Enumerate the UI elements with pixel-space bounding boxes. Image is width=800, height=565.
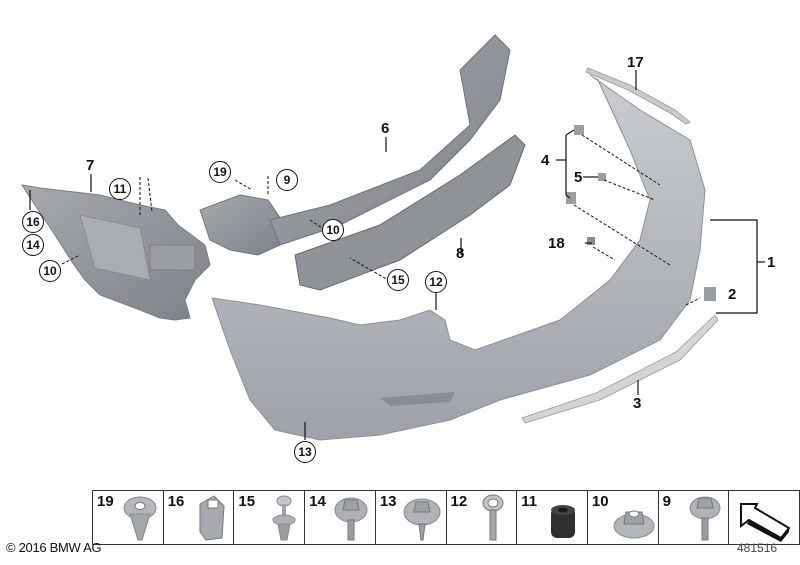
legend-cell-15[interactable]: 15: [234, 491, 306, 544]
legend-cell-direction[interactable]: [729, 491, 799, 544]
callout-16: 16: [22, 211, 44, 233]
push-pin-clip-icon: [272, 495, 296, 541]
hex-washer-screw-icon: [403, 498, 441, 541]
callout-12: 12: [425, 271, 447, 293]
callout-8: 8: [456, 245, 465, 262]
rubber-buffer-icon: [551, 505, 576, 538]
diagram-id: 481516: [737, 541, 778, 555]
part-5-clip: [598, 173, 606, 181]
legend-cell-19[interactable]: 19: [93, 491, 164, 544]
legend-number: 15: [238, 493, 256, 510]
round-head-screw-icon: [482, 494, 504, 541]
callout-19: 19: [209, 161, 231, 183]
part-17-upper-trim: [585, 67, 691, 125]
callout-6: 6: [381, 120, 390, 137]
part-4-clip-upper: [574, 125, 584, 135]
legend-number: 19: [97, 493, 114, 510]
legend-number: 12: [450, 493, 468, 510]
part-8-lower-carrier: [294, 134, 526, 291]
part-1-bumper-trim: [211, 74, 706, 441]
legend-number: 14: [309, 493, 326, 510]
copyright-notice: © 2016 BMW AG: [6, 540, 102, 555]
legend-cell-16[interactable]: 16: [164, 491, 235, 544]
callout-18: 18: [548, 235, 565, 252]
callout-13: 13: [294, 441, 316, 463]
part-18-plug: [587, 237, 595, 245]
callout-5: 5: [574, 169, 583, 186]
legend-number: 16: [167, 493, 185, 510]
hex-flange-nut-icon: [613, 510, 655, 539]
legend-cell-12[interactable]: 12: [447, 491, 518, 544]
part-6-upper-carrier: [269, 34, 511, 246]
hex-flange-bolt-icon: [689, 496, 721, 541]
expanding-rivet-icon: [123, 496, 157, 541]
callout-17: 17: [627, 54, 644, 71]
callout-11: 11: [109, 178, 131, 200]
hex-flange-screw-icon: [334, 497, 368, 541]
part-3-trim-strip: [521, 314, 719, 424]
callout-9: 9: [276, 169, 298, 191]
callout-7: 7: [86, 157, 95, 174]
callout-3: 3: [633, 395, 642, 412]
legend-cell-9[interactable]: 9: [659, 491, 730, 544]
legend-number: 9: [662, 493, 671, 510]
legend-cell-10[interactable]: 10: [588, 491, 659, 544]
legend-cell-11[interactable]: 11: [517, 491, 588, 544]
callout-4: 4: [541, 152, 550, 169]
part-4-clip-lower: [566, 192, 576, 204]
callout-10-left: 10: [39, 260, 61, 282]
legend-number: 11: [521, 493, 538, 510]
callout-14: 14: [22, 234, 44, 256]
callout-10-center: 10: [322, 219, 344, 241]
legend-cell-14[interactable]: 14: [305, 491, 376, 544]
legend-cell-13[interactable]: 13: [376, 491, 447, 544]
callout-1: 1: [767, 254, 776, 271]
direction-arrow-icon: [740, 503, 791, 542]
legend-number: 13: [379, 493, 397, 510]
leader-lines: [29, 70, 765, 440]
dashed-leaders: [61, 134, 701, 306]
spring-nut-clip-icon: [199, 495, 225, 541]
part-7-left-bracket: [20, 184, 211, 321]
callout-2: 2: [728, 286, 737, 303]
fasteners-legend-strip: 19 16 15 14: [92, 490, 800, 545]
legend-number: 10: [591, 493, 609, 510]
callout-15: 15: [387, 269, 409, 291]
part-2-cover: [704, 287, 716, 301]
